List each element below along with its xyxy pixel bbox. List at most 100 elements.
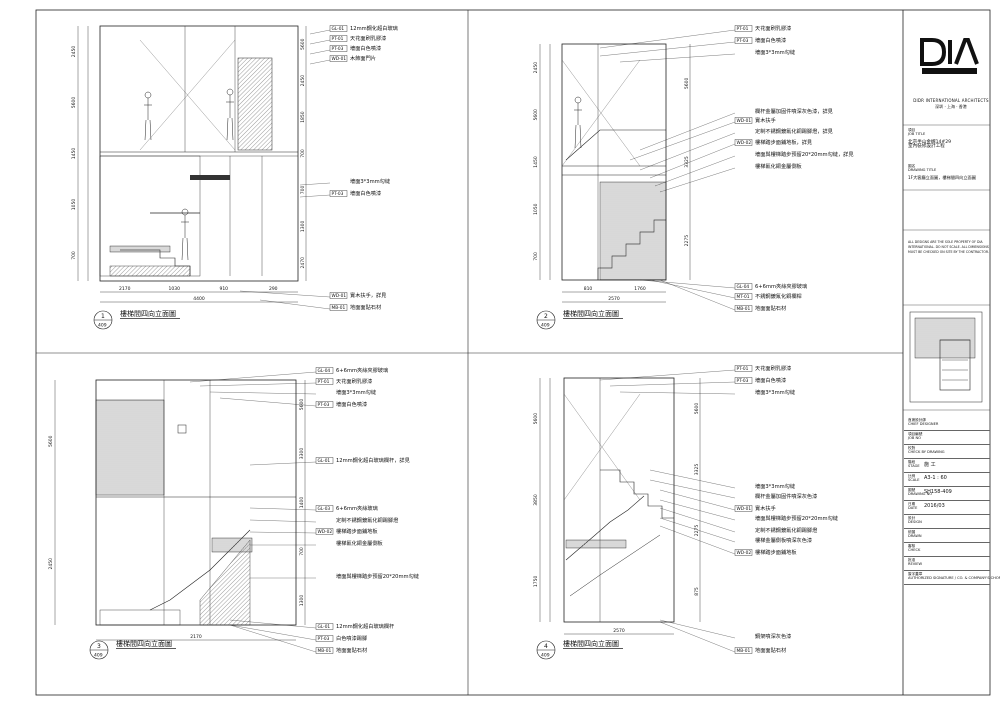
sheet-reference: 409 <box>94 653 103 659</box>
field-label: 日期 <box>908 502 916 506</box>
field-label: 設計 <box>908 516 916 520</box>
dimension-right: 700 <box>299 547 305 556</box>
dimension-left: 2450 <box>71 46 77 58</box>
dimension-bottom: 810 <box>584 286 593 292</box>
material-tag-box <box>315 367 334 374</box>
dimension-right: 5600 <box>694 403 700 415</box>
material-tag-box <box>734 37 753 44</box>
material-tag-code: GL-04 <box>318 368 331 374</box>
material-tag-code: PT-03 <box>318 636 330 642</box>
material-tag-code: WD-01 <box>332 56 347 62</box>
dimension-right: 1850 <box>300 111 306 123</box>
material-tag-box <box>734 117 753 124</box>
material-tag-box <box>329 304 348 311</box>
material-tag-code: PT-03 <box>737 378 749 384</box>
dimension-right: 3325 <box>684 156 690 168</box>
material-tag-code: WD-02 <box>737 550 752 556</box>
dimension-left: 1750 <box>533 575 539 587</box>
dimension-right: 2470 <box>300 257 306 269</box>
material-tag-box <box>315 647 334 654</box>
elevation-number: 1 <box>101 313 105 320</box>
material-tag-code: PT-03 <box>332 191 344 197</box>
field-label: 審核 <box>908 544 916 548</box>
dimension-right: 2275 <box>684 235 690 247</box>
elevation-title: 樓梯間四向立面圖 <box>563 309 619 318</box>
dimension-right: 700 <box>300 185 306 194</box>
material-tag-box <box>329 25 348 32</box>
material-tag-text: 不銹鋼鍍氟化銅欄桿 <box>755 292 802 300</box>
field-separator <box>904 500 990 501</box>
sheet-reference: 409 <box>98 323 107 329</box>
material-tag-text: 樓梯踏步面鋪地板 <box>755 548 797 556</box>
material-tag-box <box>315 401 334 408</box>
elevation-4 <box>539 369 736 653</box>
dimension-bottom: 1030 <box>169 286 181 292</box>
material-tag-box <box>734 305 753 312</box>
dimension-right: 2450 <box>300 75 306 87</box>
material-tag-text: 樓梯踏步面鋪地板，詳見 <box>755 138 812 146</box>
material-tag-text: 墻面3*3mm勾縫 <box>755 388 796 396</box>
dimension-left: 1050 <box>533 203 539 215</box>
material-tag-box <box>329 35 348 42</box>
material-tag-text: 木飾面門片 <box>350 54 376 62</box>
dimension-right: 3300 <box>299 448 305 460</box>
dimension-bottom: 2170 <box>119 286 131 292</box>
sheet-reference: 409 <box>541 653 550 659</box>
elevation-number: 2 <box>544 313 548 320</box>
material-tag-code: WD-01 <box>332 293 347 299</box>
dimension-left: 1450 <box>533 156 539 168</box>
dimension-right: 5600 <box>300 38 306 50</box>
dimension-right: 1300 <box>300 220 306 232</box>
field-label-en: CHECK BY DRAWING <box>908 450 945 455</box>
wall-panel-hatched <box>95 399 165 496</box>
dimension-total: 2570 <box>608 296 620 302</box>
dimension-left: 5600 <box>533 109 539 121</box>
dimension-right: 1400 <box>299 497 305 509</box>
material-tag-code: MB-01 <box>737 648 751 654</box>
material-tag-code: MB-01 <box>332 305 346 311</box>
material-tag-code: GL-01 <box>318 624 331 630</box>
field-value: 施 工 <box>924 462 936 468</box>
dimension-left: 5600 <box>533 413 539 425</box>
firm-cities: 深圳 · 上海 · 香港 <box>935 104 967 109</box>
elevation-title: 樓梯間四向立面圖 <box>116 639 172 648</box>
material-tag-text: 墻面白色噴漆 <box>755 36 786 44</box>
dimension-left: 1450 <box>71 148 77 160</box>
material-tag-text: 定制不銹鋼鍍氟化銅踢腳燈 <box>336 516 399 524</box>
elevation-number: 4 <box>544 643 548 650</box>
material-tag-text: 6+6mm夾絲夾膠玻璃 <box>336 366 388 374</box>
field-label-en: JOB NO <box>908 436 922 441</box>
material-tag-box <box>315 457 334 464</box>
drawing-title: 1F大客廳立面圖，樓梯間四向立面圖 <box>908 175 976 180</box>
field-label: 簽字蓋章 <box>908 572 923 576</box>
firm-name: DIDR INTERNATIONAL ARCHITECTS <box>913 98 989 103</box>
material-tag-text: 天花面刷乳膠漆 <box>755 364 791 372</box>
field-label-en: CHIEF DESIGNER <box>908 422 939 427</box>
field-separator <box>904 430 990 431</box>
field-label: 校對 <box>908 446 916 450</box>
material-tag-text: 墻面與樓梯踏步預留20*20mm勾縫 <box>336 572 420 580</box>
elevation-1 <box>77 25 331 310</box>
dimension-right: 3325 <box>694 464 700 476</box>
elevation-number: 3 <box>97 643 101 650</box>
firm-logo <box>918 36 980 78</box>
dimension-bottom: 2570 <box>613 628 625 634</box>
field-label: 首席設計師 <box>908 418 926 422</box>
dimension-right: 5600 <box>299 399 305 411</box>
dimension-bottom: 290 <box>269 286 278 292</box>
dimension-left: 3850 <box>533 494 539 506</box>
material-tag-text: 天花面刷乳膠漆 <box>350 34 386 42</box>
dimension-left: 5600 <box>71 97 77 109</box>
elevation-title: 樓梯間四向立面圖 <box>120 309 176 318</box>
material-tag-text: 白色噴漆踢腳 <box>336 634 367 642</box>
field-separator <box>904 584 990 585</box>
field-value: SH158-409 <box>924 489 952 495</box>
field-label-en: CHECK <box>908 548 921 553</box>
